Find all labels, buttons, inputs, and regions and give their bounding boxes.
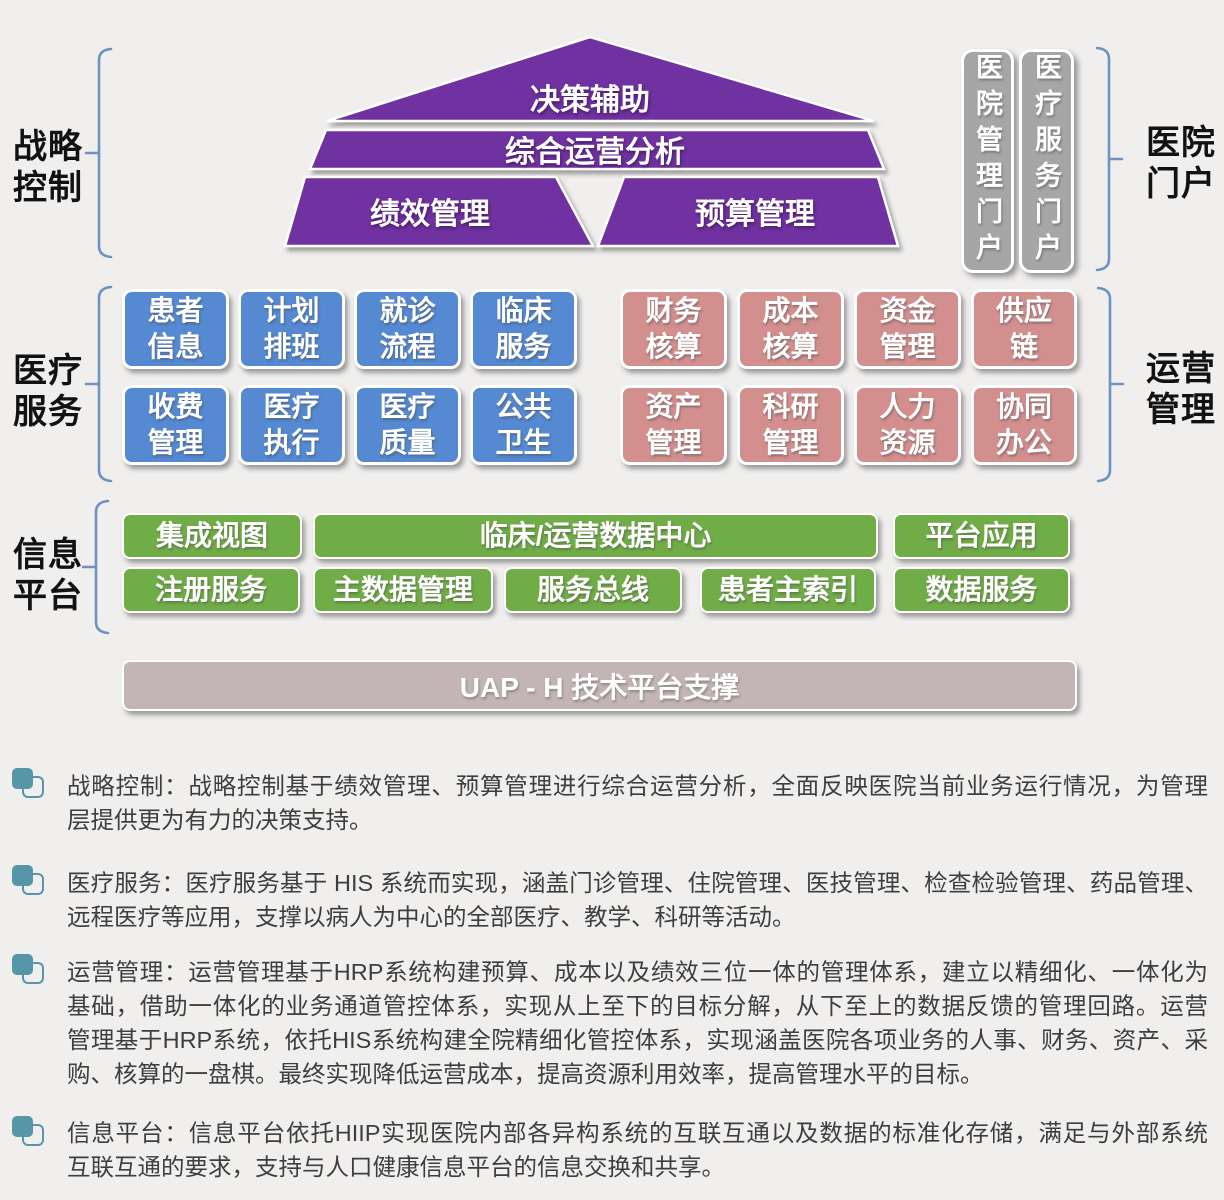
- medical-box-fee-management[interactable]: 收费 管理: [122, 385, 229, 465]
- operation-box-human-resources[interactable]: 人力 资源: [854, 385, 961, 465]
- paragraph-information-platform: 信息平台：信息平台依托HIIP实现医院内部各异构系统的互联互通以及数据的标准化存…: [67, 1116, 1208, 1184]
- paragraph-line: 医疗服务：医疗服务基于 HIS 系统而实现，涵盖门诊管理、住院管理、医技管理、检…: [67, 870, 1208, 896]
- paragraph-line: 基础，借助一体化的业务通道管控体系，实现从上至下的目标分解，从下至上的数据反馈的…: [67, 993, 1208, 1019]
- platform-box-integrated-view[interactable]: 集成视图: [122, 513, 302, 559]
- platform-box-registration-service[interactable]: 注册服务: [122, 567, 300, 613]
- bullet-icon-operation: [12, 954, 44, 984]
- operation-box-asset-management[interactable]: 资产 管理: [620, 385, 727, 465]
- medical-box-public-health[interactable]: 公共 卫生: [470, 385, 577, 465]
- paragraph-line: 购、核算的一盘棋。最终实现降低运营成本，提高资源利用效率，提高管理水平的目标。: [67, 1061, 984, 1087]
- medical-box-patient-info[interactable]: 患者 信息: [122, 289, 229, 369]
- label-hospital-portal: 医院 门户: [1146, 124, 1216, 203]
- platform-box-platform-application[interactable]: 平台应用: [893, 513, 1070, 559]
- medical-box-visit-process[interactable]: 就诊 流程: [354, 289, 461, 369]
- bullet-icon-platform: [12, 1116, 44, 1146]
- medical-box-plan-scheduling[interactable]: 计划 排班: [238, 289, 345, 369]
- bullet-icon-strategy: [12, 768, 44, 798]
- label-operation-management: 运营 管理: [1146, 350, 1216, 429]
- bracket-operation: [1096, 286, 1125, 483]
- portal-box-medical-service-label: 医疗服务门户: [1031, 53, 1061, 269]
- bracket-medical: [84, 285, 113, 483]
- paragraph-line: 远程医疗等应用，支撑以病人为中心的全部医疗、教学、科研等活动。: [67, 904, 796, 930]
- uap-platform-bar[interactable]: UAP - H 技术平台支撑: [122, 660, 1077, 711]
- portal-box-hospital-management-label: 医院管理门户: [972, 53, 1002, 269]
- portal-box-medical-service[interactable]: 医疗服务门户: [1019, 49, 1074, 273]
- medical-box-medical-quality[interactable]: 医疗 质量: [354, 385, 461, 465]
- pyramid-bottom-right-label: 预算管理: [695, 198, 815, 231]
- label-information-platform: 信息 平台: [13, 536, 83, 615]
- medical-box-clinical-service[interactable]: 临床 服务: [470, 289, 577, 369]
- platform-box-data-service[interactable]: 数据服务: [893, 567, 1070, 613]
- operation-box-research-management[interactable]: 科研 管理: [737, 385, 844, 465]
- bracket-portal: [1095, 46, 1124, 272]
- pyramid-top-label: 决策辅助: [530, 84, 650, 117]
- bullet-icon-medical: [12, 865, 44, 895]
- paragraph-line: 信息平台：信息平台依托HIIP实现医院内部各异构系统的互联互通以及数据的标准化存…: [67, 1120, 1208, 1146]
- paragraph-line: 运营管理：运营管理基于HRP系统构建预算、成本以及绩效三位一体的管理体系，建立以…: [67, 959, 1208, 985]
- bracket-strategy: [84, 47, 113, 259]
- label-medical-service: 医疗 服务: [13, 352, 83, 431]
- paragraph-line: 层提供更为有力的决策支持。: [67, 807, 373, 833]
- label-strategy-control: 战略 控制: [13, 128, 83, 207]
- paragraph-line: 互联互通的要求，支持与人口健康信息平台的信息交换和共享。: [67, 1154, 725, 1180]
- platform-box-master-data-management[interactable]: 主数据管理: [313, 567, 493, 613]
- portal-box-hospital-management[interactable]: 医院管理门户: [961, 49, 1014, 273]
- operation-box-cost-accounting[interactable]: 成本 核算: [737, 289, 844, 369]
- paragraph-line: 战略控制：战略控制基于绩效管理、预算管理进行综合运营分析，全面反映医院当前业务运…: [67, 773, 1208, 799]
- platform-box-data-center[interactable]: 临床/运营数据中心: [313, 513, 878, 559]
- paragraph-line: 管理基于HRP系统，依托HIS系统构建全院精细化管控体系，实现涵盖医院各项业务的…: [67, 1027, 1208, 1053]
- operation-box-fund-management[interactable]: 资金 管理: [854, 289, 961, 369]
- paragraph-strategy-control: 战略控制：战略控制基于绩效管理、预算管理进行综合运营分析，全面反映医院当前业务运…: [67, 769, 1208, 837]
- pyramid-middle-label: 综合运营分析: [505, 136, 685, 169]
- platform-box-patient-master-index[interactable]: 患者主索引: [700, 567, 876, 613]
- paragraph-medical-service: 医疗服务：医疗服务基于 HIS 系统而实现，涵盖门诊管理、住院管理、医技管理、检…: [67, 866, 1208, 934]
- pyramid-bottom-left-label: 绩效管理: [370, 198, 490, 231]
- platform-box-service-bus[interactable]: 服务总线: [504, 567, 682, 613]
- operation-box-supply-chain[interactable]: 供应 链: [971, 289, 1077, 369]
- operation-box-collaborative-office[interactable]: 协同 办公: [971, 385, 1077, 465]
- medical-box-medical-execution[interactable]: 医疗 执行: [238, 385, 345, 465]
- operation-box-financial-accounting[interactable]: 财务 核算: [620, 289, 727, 369]
- paragraph-operation-management: 运营管理：运营管理基于HRP系统构建预算、成本以及绩效三位一体的管理体系，建立以…: [67, 955, 1208, 1091]
